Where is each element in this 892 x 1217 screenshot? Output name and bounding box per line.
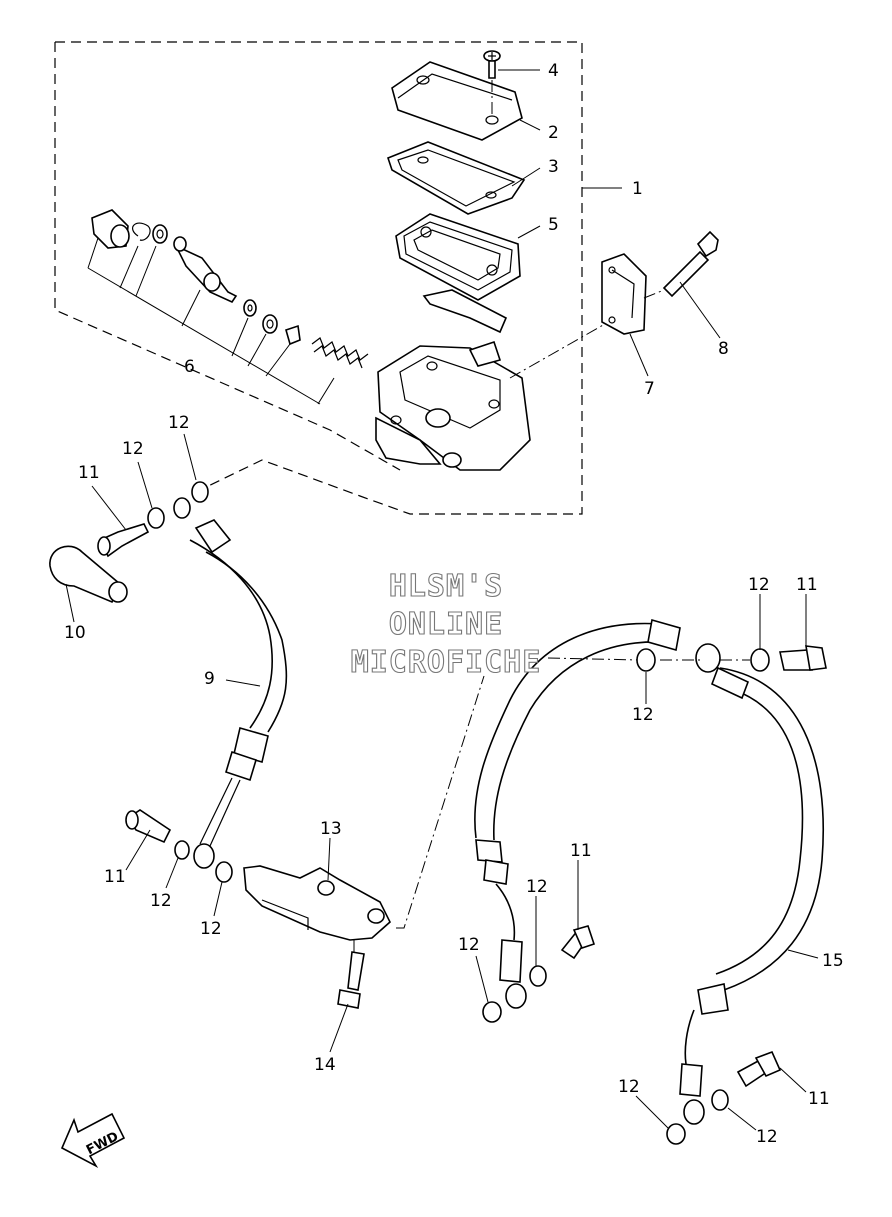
assembly-boundary <box>54 41 583 515</box>
watermark-line3: MICROFICHE <box>351 645 542 680</box>
callout-2: 2 <box>548 123 559 143</box>
protector-plate <box>422 289 508 334</box>
copper-washer[interactable] <box>636 648 656 672</box>
copper-washer[interactable] <box>191 481 209 503</box>
callout-1: 1 <box>632 179 643 199</box>
callout-11: 11 <box>104 867 126 887</box>
copper-washer[interactable] <box>750 648 770 672</box>
callout-3: 3 <box>548 157 559 177</box>
banjo-cap[interactable] <box>49 545 128 604</box>
reservoir-cap[interactable] <box>391 61 523 141</box>
callout-11: 11 <box>796 575 818 595</box>
callout-12: 12 <box>526 877 548 897</box>
callout-12: 12 <box>200 919 222 939</box>
callout-9: 9 <box>204 669 215 689</box>
callout-14: 14 <box>314 1055 336 1075</box>
callout-12: 12 <box>458 935 480 955</box>
callout-12: 12 <box>150 891 172 911</box>
callout-11: 11 <box>570 841 592 861</box>
union-bolt-lower[interactable] <box>125 809 172 844</box>
brake-hose-joint[interactable] <box>243 865 391 941</box>
cap-screw[interactable] <box>483 50 501 79</box>
callout-6: 6 <box>184 357 195 377</box>
diaphragm[interactable] <box>395 213 521 301</box>
callout-13: 13 <box>320 819 342 839</box>
callout-12: 12 <box>632 705 654 725</box>
copper-washer[interactable] <box>482 1001 502 1023</box>
union-bolt-right-top[interactable] <box>779 645 827 671</box>
copper-washer[interactable] <box>215 861 233 883</box>
master-cylinder-body[interactable] <box>375 340 531 471</box>
callout-8: 8 <box>718 339 729 359</box>
watermark-line1: HLSM'S <box>389 569 503 604</box>
brake-hose-right-outer[interactable] <box>679 666 825 1125</box>
union-bolt-inner-lower[interactable] <box>560 925 596 960</box>
holder-bolt[interactable] <box>662 230 719 298</box>
copper-washer[interactable] <box>711 1089 729 1111</box>
fwd-arrow-icon: FWD <box>60 1112 126 1169</box>
piston-kit-leader <box>87 237 335 405</box>
brake-hose-right-inner[interactable] <box>474 618 721 1009</box>
callout-12: 12 <box>756 1127 778 1147</box>
copper-washer[interactable] <box>529 965 547 987</box>
union-bolt-top[interactable] <box>97 523 150 558</box>
brake-hose-left[interactable] <box>173 497 288 869</box>
callout-12: 12 <box>618 1077 640 1097</box>
callout-10: 10 <box>64 623 86 643</box>
callout-12: 12 <box>168 413 190 433</box>
copper-washer[interactable] <box>174 840 190 860</box>
callout-4: 4 <box>548 61 559 81</box>
joint-bolt[interactable] <box>337 951 365 1009</box>
diaphragm-plate[interactable] <box>387 141 526 215</box>
copper-washer[interactable] <box>147 507 165 529</box>
callout-11: 11 <box>808 1089 830 1109</box>
master-cylinder-holder[interactable] <box>601 253 647 335</box>
callout-11: 11 <box>78 463 100 483</box>
callout-5: 5 <box>548 215 559 235</box>
union-bolt-right-lower[interactable] <box>736 1050 782 1088</box>
copper-washer[interactable] <box>666 1123 686 1145</box>
watermark-line2: ONLINE <box>389 607 503 642</box>
callout-leaders <box>65 69 819 1131</box>
callout-12: 12 <box>748 575 770 595</box>
callout-15: 15 <box>822 951 844 971</box>
callout-12: 12 <box>122 439 144 459</box>
piston-kit[interactable] <box>91 209 369 369</box>
callout-numbers: 1 2 3 4 5 6 7 8 9 10 11 12 12 11 12 12 1… <box>64 61 844 1147</box>
watermark: HLSM'S ONLINE MICROFICHE <box>350 568 542 680</box>
callout-7: 7 <box>644 379 655 399</box>
